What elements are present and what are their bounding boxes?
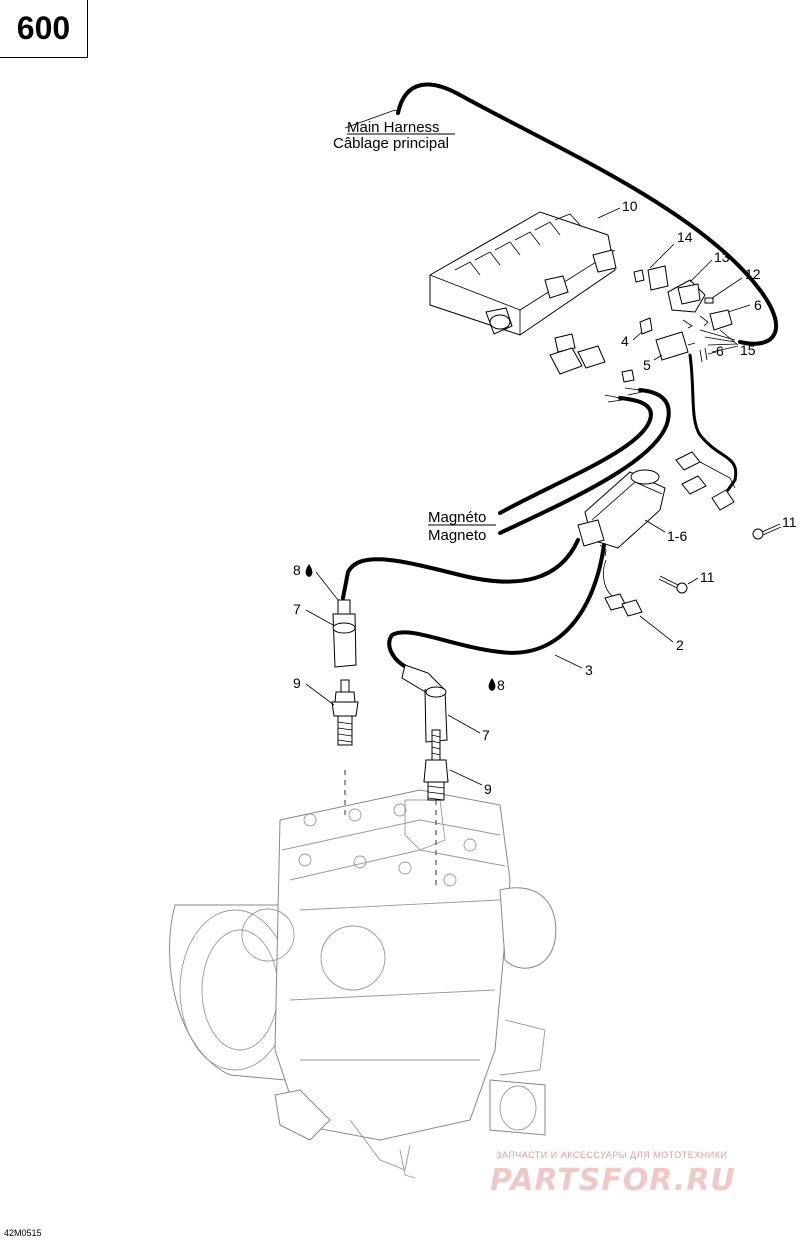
connector-parts-12-6-15: [682, 297, 733, 331]
callout-3: 3: [585, 662, 593, 678]
callout-9-right: 9: [484, 781, 492, 797]
grease-drop-icon-right: [488, 678, 496, 691]
clip-part-4: [639, 317, 653, 335]
watermark-tagline: ЗАПЧАСТИ И АКСЕССУАРЫ ДЛЯ МОТОТЕХНИКИ: [496, 1150, 727, 1160]
callout-11-right: 11: [782, 514, 797, 530]
watermark-logo: PARTSFOR.RU: [490, 1163, 736, 1198]
engine-block: [169, 789, 557, 1179]
magneto-label-fr: Magnéto: [428, 509, 486, 526]
magneto-wire-2: [498, 388, 671, 535]
drawing-code: 42M0515: [4, 1228, 42, 1238]
main-harness-label-fr: Câblage principal: [333, 135, 449, 152]
callout-13: 13: [714, 249, 730, 265]
ecu-connectors: [549, 333, 635, 383]
callout-14: 14: [677, 229, 693, 245]
callout-7-right: 7: [482, 727, 490, 743]
callout-2: 2: [676, 637, 684, 653]
callout-9-left: 9: [293, 675, 301, 691]
ignition-coil-part-1-6: [577, 469, 666, 557]
callout-11-mid: 11: [700, 569, 715, 585]
ground-terminal-part-2: [603, 559, 643, 617]
page-number: 600: [16, 10, 71, 46]
main-harness-label-en: Main Harness: [347, 119, 440, 136]
callout-6-top: 6: [754, 297, 762, 313]
magneto-wire-1: [498, 396, 653, 515]
connector-part-13: [667, 279, 706, 313]
ht-lead-left: [341, 538, 580, 600]
main-harness-wire: [396, 82, 779, 346]
terminal-part-6: [699, 347, 708, 363]
callout-10: 10: [622, 198, 638, 214]
magneto-label-en: Magneto: [428, 527, 486, 544]
callout-6-mid: 6: [716, 343, 724, 359]
spark-plug-cap-part-7-right: [401, 664, 448, 743]
page-number-badge: 600: [0, 0, 88, 58]
callout-8-left: 8: [293, 562, 301, 578]
callout-1-6: 1-6: [667, 528, 687, 544]
callout-12: 12: [745, 266, 761, 282]
connector-part-14: [633, 265, 669, 291]
ecu-module-part-10: [429, 211, 617, 336]
callout-7-left: 7: [293, 601, 301, 617]
callout-15: 15: [740, 342, 756, 358]
coil-brackets: [675, 451, 736, 511]
spark-plug-part-9-right: [423, 729, 449, 801]
connector-part-5: [655, 331, 696, 361]
screw-part-11-mid: [658, 575, 699, 594]
callout-8-right: 8: [497, 677, 505, 693]
ht-lead-right: [387, 543, 606, 670]
spark-plug-part-9-left: [331, 679, 359, 746]
screw-part-11-right: [752, 523, 782, 540]
callout-5: 5: [643, 357, 651, 373]
spark-plug-cap-part-7-left: [332, 599, 357, 668]
callout-4: 4: [621, 333, 629, 349]
grease-drop-icon-left: [305, 564, 313, 577]
connector-wire: [688, 353, 738, 492]
